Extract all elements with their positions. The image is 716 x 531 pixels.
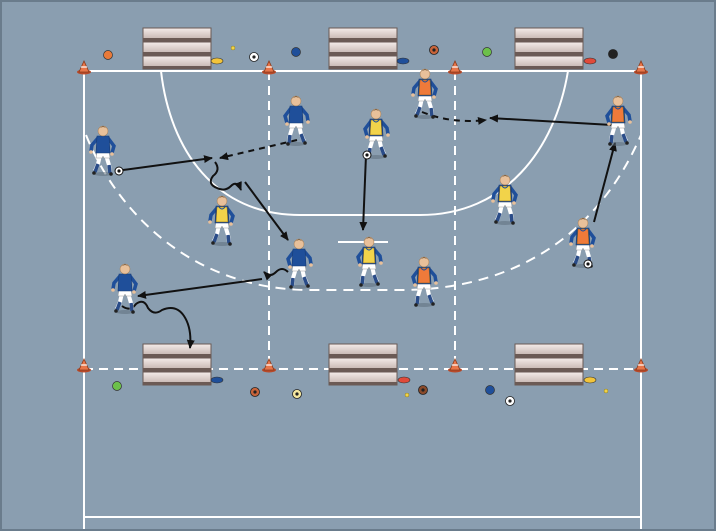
patterned-ball-3 <box>608 49 618 59</box>
player-p4 <box>411 68 438 119</box>
cone-2 <box>262 60 276 75</box>
patterned-ball-1 <box>249 52 259 62</box>
player-p7 <box>491 174 518 225</box>
pass-arrow-3 <box>359 154 368 231</box>
cone-4 <box>634 60 648 75</box>
bench-bottom-center <box>328 343 398 386</box>
patterned-ball-7 <box>418 385 428 395</box>
bench-bottom-left <box>142 343 212 386</box>
dribble-arrow-2 <box>263 268 289 281</box>
dot-marker-1 <box>230 45 236 51</box>
player-ball-p11 <box>583 259 593 269</box>
flat-marker-1 <box>210 57 224 65</box>
player-p8 <box>286 238 313 289</box>
dribble-arrow-3 <box>121 300 195 349</box>
flat-marker-4 <box>210 376 224 384</box>
player-p5 <box>605 95 632 146</box>
bench-bottom-right <box>514 343 584 386</box>
cone-7 <box>448 358 462 373</box>
player-p2 <box>283 95 310 146</box>
player-p10 <box>411 256 438 307</box>
bench-top-left <box>142 27 212 70</box>
dot-marker-3 <box>603 388 609 394</box>
cone-3 <box>448 60 462 75</box>
player-ball-p1 <box>114 166 124 176</box>
ball-4 <box>112 381 122 391</box>
cone-6 <box>262 358 276 373</box>
patterned-ball-2 <box>429 45 439 55</box>
player-p9 <box>356 236 383 287</box>
pass-arrow-4 <box>489 114 613 126</box>
bench-top-center <box>328 27 398 70</box>
ball-3 <box>482 47 492 57</box>
pass-arrow-6 <box>137 278 263 299</box>
player-p6 <box>208 195 235 246</box>
cone-8 <box>634 358 648 373</box>
player-p1 <box>89 125 116 176</box>
player-p12 <box>111 263 138 314</box>
dribble-arrow-1 <box>209 161 242 191</box>
flat-marker-5 <box>397 376 411 384</box>
bench-top-right <box>514 27 584 70</box>
pass-arrow-1 <box>122 155 213 171</box>
ball-1 <box>103 50 113 60</box>
patterned-ball-6 <box>505 396 515 406</box>
player-p3 <box>363 108 390 159</box>
flat-marker-2 <box>396 57 410 65</box>
patterned-ball-5 <box>292 389 302 399</box>
flat-marker-3 <box>583 57 597 65</box>
ball-2 <box>291 47 301 57</box>
patterned-ball-4 <box>250 387 260 397</box>
dot-marker-2 <box>404 392 410 398</box>
cone-5 <box>77 358 91 373</box>
pass-arrow-5 <box>593 142 617 223</box>
cone-1 <box>77 60 91 75</box>
player-ball-p3 <box>362 150 372 160</box>
ball-5 <box>485 385 495 395</box>
run-arrow-2 <box>421 111 487 125</box>
pass-arrow-2 <box>244 181 289 241</box>
run-arrow-1 <box>219 139 298 161</box>
flat-marker-6 <box>583 376 597 384</box>
